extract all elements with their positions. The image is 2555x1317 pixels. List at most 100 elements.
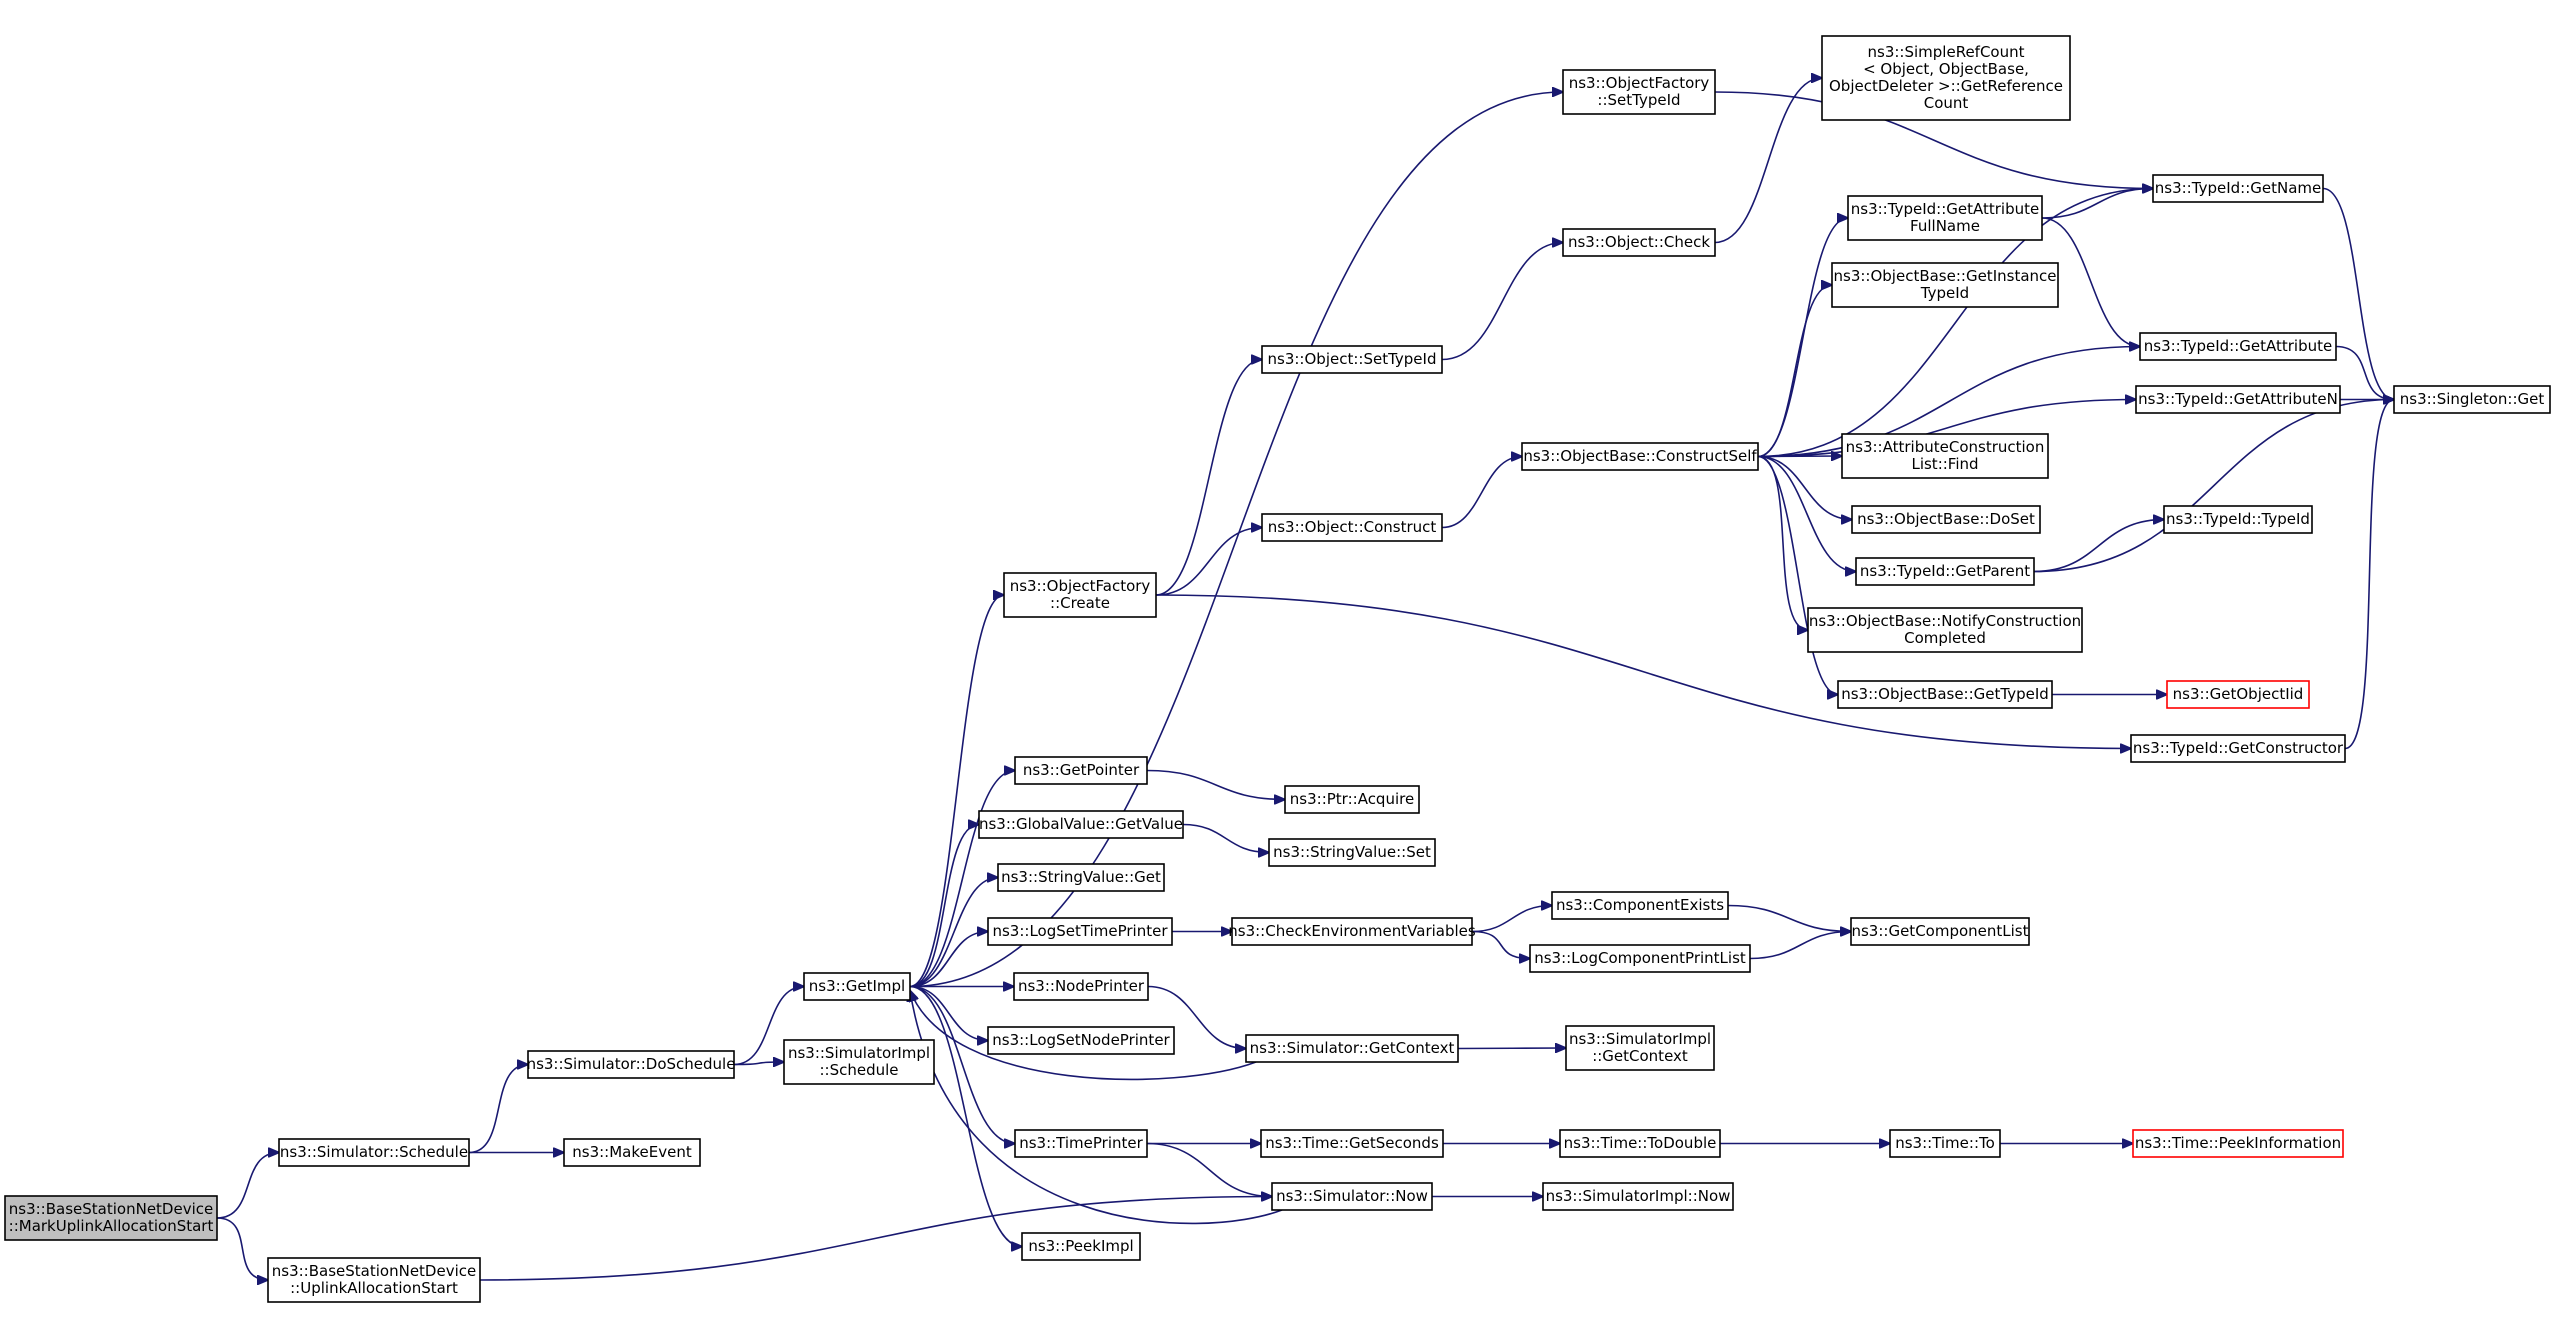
node-logsetnodeprinter[interactable]: ns3::LogSetNodePrinter	[987, 1026, 1175, 1055]
node-box	[1847, 195, 2043, 241]
node-peekimpl[interactable]: ns3::PeekImpl	[1021, 1232, 1141, 1261]
call-edge	[909, 825, 979, 988]
node-object-construct[interactable]: ns3::Object::Construct	[1261, 513, 1443, 542]
node-label: ::MarkUplinkAllocationStart	[9, 1217, 214, 1235]
node-logsettimeprinter[interactable]: ns3::LogSetTimePrinter	[987, 917, 1173, 946]
node-ptr-acquire[interactable]: ns3::Ptr::Acquire	[1284, 785, 1420, 814]
node-simimpl-getcontext[interactable]: ns3::SimulatorImpl::GetContext	[1565, 1025, 1715, 1071]
node-label: ns3::SimulatorImpl	[788, 1044, 930, 1062]
node-objfactory-settypeid[interactable]: ns3::ObjectFactory::SetTypeId	[1562, 69, 1716, 115]
node-logcomponentprintlist[interactable]: ns3::LogComponentPrintList	[1529, 944, 1751, 973]
node-objfactory-create[interactable]: ns3::ObjectFactory::Create	[1003, 572, 1157, 618]
call-edge	[1146, 1142, 1272, 1197]
node-time-peekinformation[interactable]: ns3::Time::PeekInformation	[2132, 1129, 2344, 1158]
node-getimpl[interactable]: ns3::GetImpl	[803, 972, 911, 1001]
call-edge	[909, 985, 1022, 1247]
node-doschedule[interactable]: ns3::Simulator::DoSchedule	[527, 1050, 736, 1079]
call-edge	[909, 985, 988, 1041]
node-stringvalue-set[interactable]: ns3::StringValue::Set	[1268, 838, 1436, 867]
node-typeid-getparent[interactable]: ns3::TypeId::GetParent	[1855, 557, 2035, 586]
node-label: ns3::Time::PeekInformation	[2135, 1134, 2341, 1152]
node-box	[1821, 35, 2071, 121]
node-sim-now[interactable]: ns3::Simulator::Now	[1271, 1182, 1433, 1211]
node-timeprinter[interactable]: ns3::TimePrinter	[1014, 1129, 1148, 1158]
node-object-check[interactable]: ns3::Object::Check	[1562, 228, 1716, 257]
node-label: ns3::SimulatorImpl	[1569, 1030, 1711, 1048]
node-box	[4, 1195, 218, 1241]
node-sim-getcontext[interactable]: ns3::Simulator::GetContext	[1245, 1034, 1459, 1063]
node-box	[1271, 1182, 1433, 1211]
call-edge	[1714, 91, 2153, 189]
node-simimpl-schedule[interactable]: ns3::SimulatorImpl::Schedule	[783, 1039, 935, 1085]
node-box	[1261, 513, 1443, 542]
node-getcomponentlist[interactable]: ns3::GetComponentList	[1850, 917, 2030, 946]
node-time-getseconds[interactable]: ns3::Time::GetSeconds	[1260, 1129, 1444, 1158]
node-box	[2163, 505, 2313, 534]
node-getpointer[interactable]: ns3::GetPointer	[1014, 756, 1148, 785]
node-box	[1260, 1129, 1444, 1158]
call-edge	[1147, 985, 1246, 1049]
call-edge	[1749, 932, 1851, 960]
node-globalvalue-getvalue[interactable]: ns3::GlobalValue::GetValue	[978, 810, 1184, 839]
node-box	[278, 1138, 470, 1167]
node-box	[2152, 174, 2324, 203]
node-time-todouble[interactable]: ns3::Time::ToDouble	[1559, 1129, 1721, 1158]
call-edge	[1757, 347, 2140, 458]
node-objbase-doset[interactable]: ns3::ObjectBase::DoSet	[1851, 505, 2041, 534]
node-box	[1841, 433, 2049, 479]
call-edge	[1155, 594, 2131, 749]
call-edge	[216, 1153, 279, 1219]
node-box	[978, 810, 1184, 839]
node-label: ns3::TypeId::GetName	[2155, 179, 2321, 197]
node-simimpl-now[interactable]: ns3::SimulatorImpl::Now	[1542, 1182, 1734, 1211]
node-checkenv[interactable]: ns3::CheckEnvironmentVariables	[1228, 917, 1476, 946]
node-object-settypeid[interactable]: ns3::Object::SetTypeId	[1261, 345, 1443, 374]
node-label: ns3::TypeId::GetAttributeN	[2138, 390, 2338, 408]
node-makeevent[interactable]: ns3::MakeEvent	[563, 1138, 701, 1167]
node-typeid-getname[interactable]: ns3::TypeId::GetName	[2152, 174, 2324, 203]
node-getobjectiid[interactable]: ns3::GetObjectIid	[2166, 680, 2310, 709]
node-box	[1521, 442, 1759, 471]
node-typeid-typeid[interactable]: ns3::TypeId::TypeId	[2163, 505, 2313, 534]
call-edge	[1441, 457, 1522, 529]
call-edge	[910, 991, 1257, 1081]
node-objbase-constructself[interactable]: ns3::ObjectBase::ConstructSelf	[1521, 442, 1759, 471]
node-singleton-get[interactable]: ns3::Singleton::Get	[2393, 385, 2551, 414]
node-componentexists[interactable]: ns3::ComponentExists	[1551, 891, 1729, 920]
call-edge	[1757, 455, 1856, 572]
node-root[interactable]: ns3::BaseStationNetDevice::MarkUplinkAll…	[4, 1195, 218, 1241]
node-box	[1850, 917, 2030, 946]
node-typeid-getconstructor[interactable]: ns3::TypeId::GetConstructor	[2130, 734, 2346, 763]
node-box	[783, 1039, 935, 1085]
node-label: ObjectDeleter >::GetReference	[1829, 77, 2063, 95]
call-edge	[1146, 769, 1285, 800]
call-edge	[1457, 1048, 1566, 1049]
call-edge	[2344, 400, 2394, 750]
node-simplerefcount[interactable]: ns3::SimpleRefCount< Object, ObjectBase,…	[1821, 35, 2071, 121]
node-typeid-getattribute[interactable]: ns3::TypeId::GetAttribute	[2139, 332, 2337, 361]
node-box	[527, 1050, 735, 1079]
node-label: ns3::StringValue::Get	[1001, 868, 1161, 886]
node-label: ns3::Singleton::Get	[2400, 390, 2545, 408]
node-nodeprinter[interactable]: ns3::NodePrinter	[1013, 972, 1149, 1001]
node-box	[2393, 385, 2551, 414]
node-objbase-notify[interactable]: ns3::ObjectBase::NotifyConstructionCompl…	[1807, 607, 2083, 653]
call-edge	[910, 991, 1283, 1225]
call-edge	[1757, 456, 1842, 457]
node-box	[1013, 972, 1149, 1001]
call-edge	[2322, 187, 2394, 400]
node-objbase-gettypeid[interactable]: ns3::ObjectBase::GetTypeId	[1837, 680, 2053, 709]
node-label: ns3::TypeId::TypeId	[2166, 510, 2310, 528]
node-box	[1268, 838, 1436, 867]
node-label: ns3::Simulator::Schedule	[280, 1143, 468, 1161]
node-typeid-getattributen[interactable]: ns3::TypeId::GetAttributeN	[2135, 385, 2341, 414]
node-time-to[interactable]: ns3::Time::To	[1889, 1129, 2001, 1158]
node-stringvalue-get[interactable]: ns3::StringValue::Get	[997, 863, 1165, 892]
node-label: ns3::BaseStationNetDevice	[9, 1200, 213, 1218]
node-bsnd-uplink[interactable]: ns3::BaseStationNetDevice::UplinkAllocat…	[267, 1257, 481, 1303]
node-sim-schedule[interactable]: ns3::Simulator::Schedule	[278, 1138, 470, 1167]
call-edge	[909, 92, 1563, 988]
